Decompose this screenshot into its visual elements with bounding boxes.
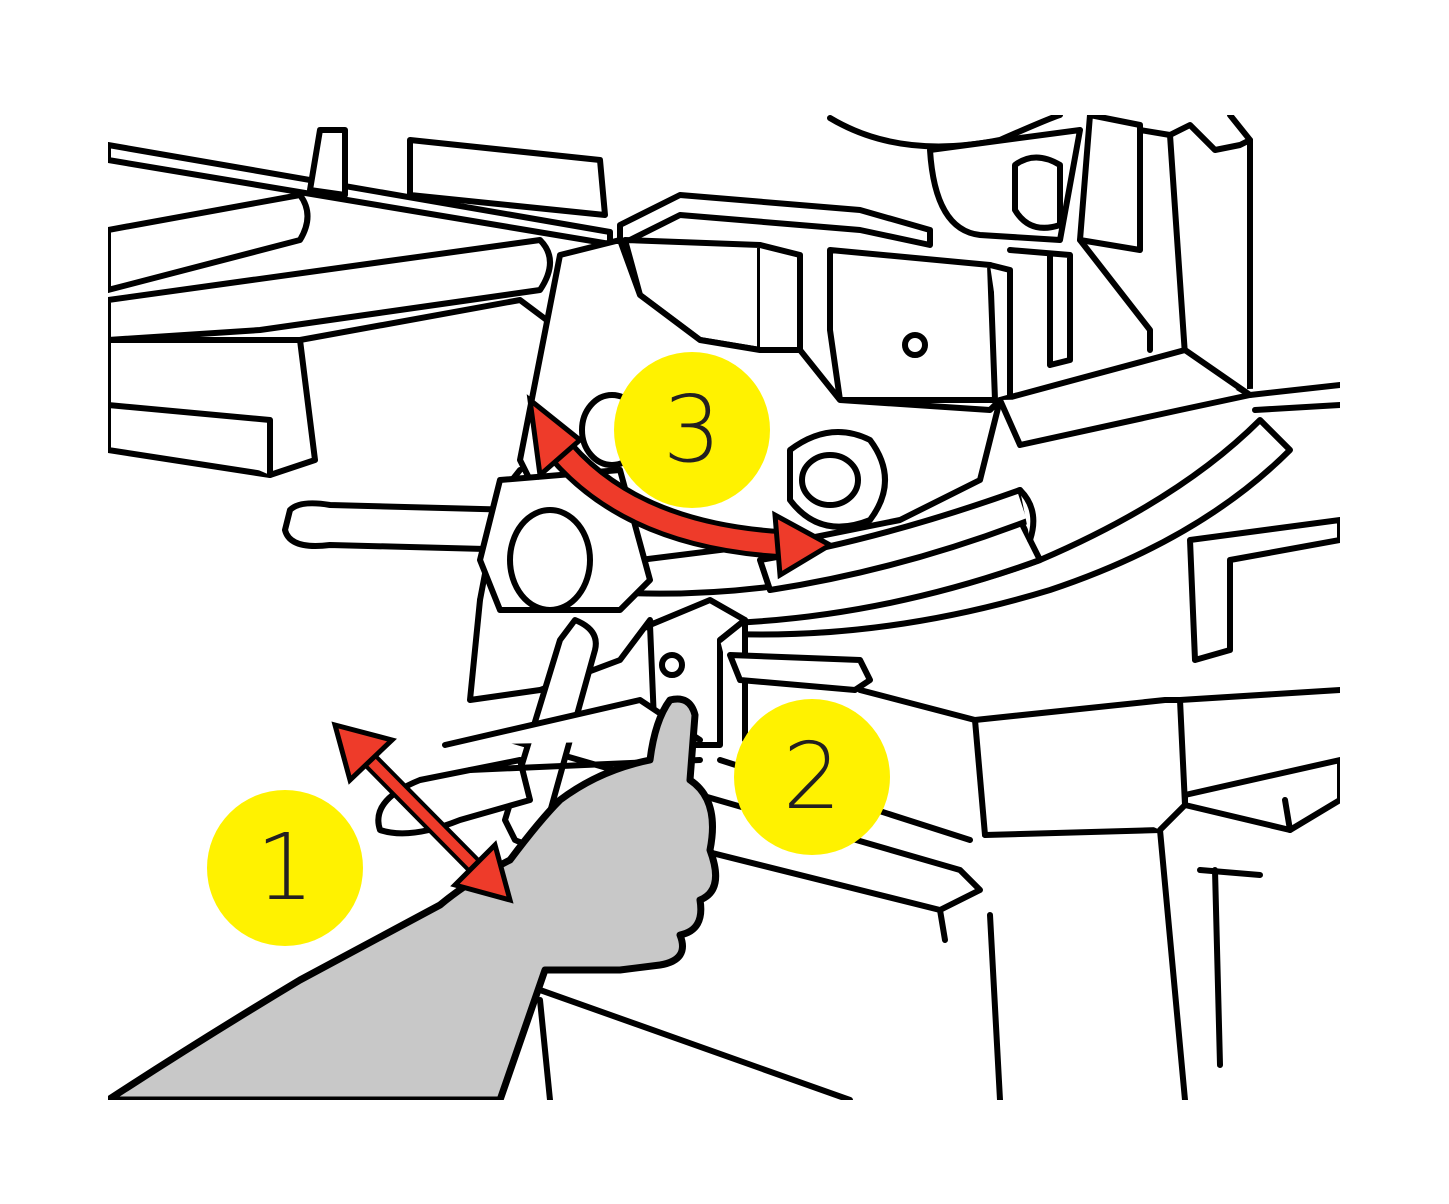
callout-number: 1 — [255, 814, 315, 921]
hand — [108, 695, 720, 1100]
callout-3: 3 — [614, 352, 770, 508]
clamp-blocks — [597, 192, 1073, 403]
lever-push-pull-arrow — [331, 721, 514, 904]
callout-number: 2 — [782, 723, 842, 830]
callout-number: 3 — [662, 376, 722, 483]
saw-head — [827, 115, 1253, 398]
table-rotate-arrow — [526, 394, 836, 580]
callout-2: 2 — [734, 699, 890, 855]
right-base — [982, 347, 1340, 1100]
callout-1: 1 — [207, 790, 363, 946]
